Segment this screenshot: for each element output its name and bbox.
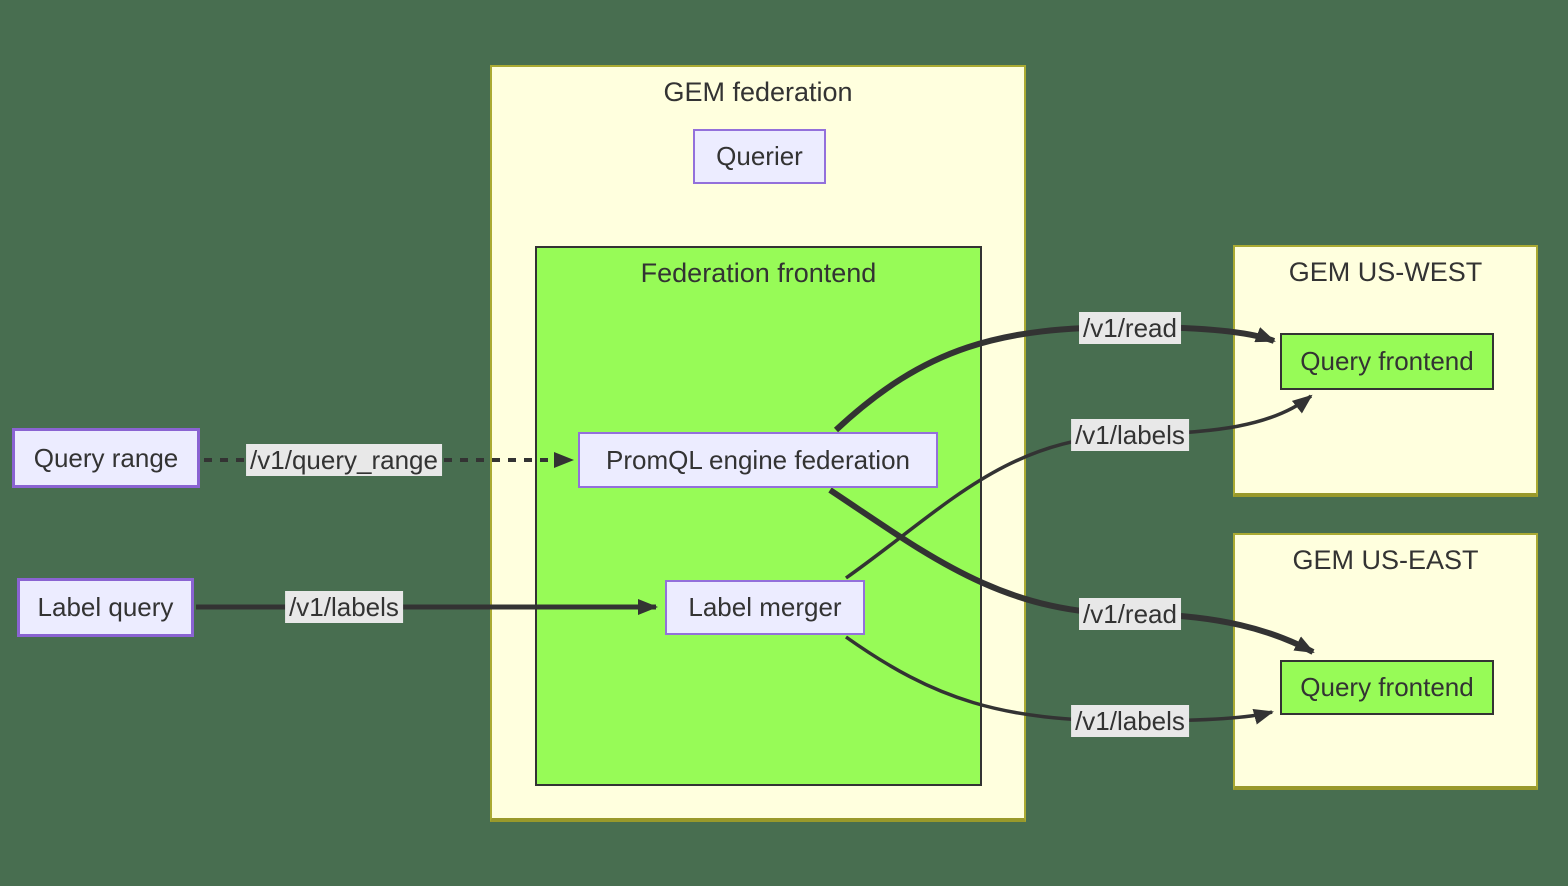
node-query-frontend-west: Query frontend [1280,333,1494,390]
cluster-federation-frontend: Federation frontend [535,246,982,786]
edge-label-v1-labels-left: /v1/labels [285,591,403,623]
edge-label-v1-labels-west: /v1/labels [1071,419,1189,451]
node-label-merger: Label merger [665,580,865,635]
edge-label-merger-to-qf-east [844,635,1274,725]
node-query-range-label: Query range [33,442,179,473]
node-querier-label: Querier [716,141,803,171]
edge-label-v1-read-west: /v1/read [1079,312,1181,344]
node-query-range: Query range [12,428,200,488]
node-promql-engine-federation: PromQL engine federation [578,432,938,488]
node-querier: Querier [693,129,826,184]
cluster-title-gem-us-east: GEM US-EAST [1292,545,1479,575]
node-label-merger-label: Label merger [688,592,842,622]
node-label-query: Label query [17,578,194,637]
node-query-frontend-west-label: Query frontend [1300,346,1474,376]
cluster-title-gem-federation: GEM federation [663,77,853,107]
edge-promql-to-qf-west [833,323,1276,433]
node-promql-engine-federation-label: PromQL engine federation [605,444,910,475]
cluster-title-federation-frontend: Federation frontend [640,258,877,288]
edge-label-v1-read-east: /v1/read [1079,598,1181,630]
cluster-title-gem-us-west: GEM US-WEST [1288,257,1483,287]
edge-label-v1-labels-east: /v1/labels [1071,705,1189,737]
edge-label-v1-query-range: /v1/query_range [246,444,442,476]
edge-promql-to-qf-east [828,487,1315,655]
node-query-frontend-east: Query frontend [1280,660,1494,715]
node-query-frontend-east-label: Query frontend [1300,672,1474,702]
node-label-query-label: Label query [37,592,174,622]
